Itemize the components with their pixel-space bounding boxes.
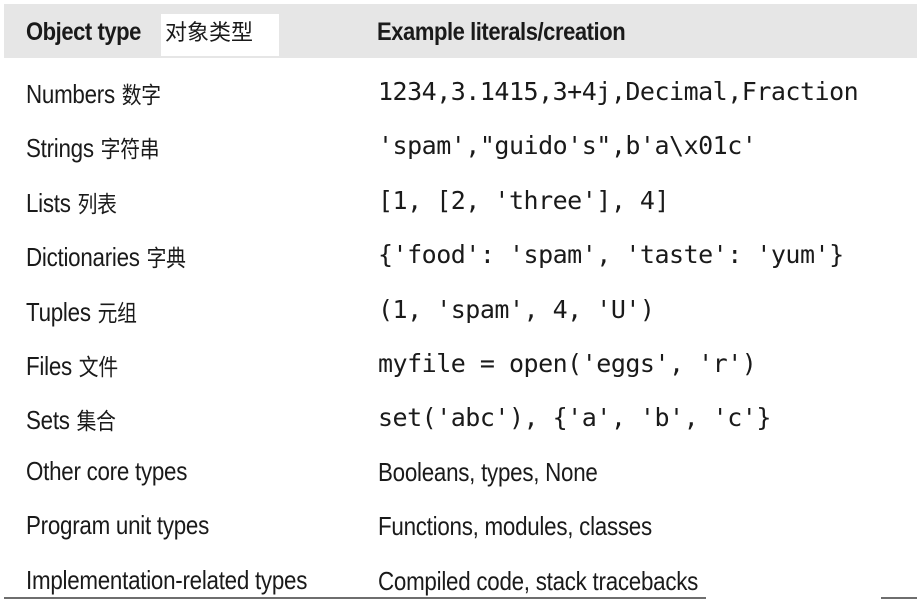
row-example: {'food': 'spam', 'taste': 'yum'} [378, 240, 844, 269]
table-bottom-rule-right [881, 597, 917, 599]
table-row: Program unit types Functions, modules, c… [4, 502, 917, 556]
row-chinese-label: 文件 [78, 355, 118, 381]
row-chinese-label: 数字 [121, 83, 161, 109]
row-example: 'spam',"guido's",b'a\x01c' [378, 131, 757, 160]
row-object-type: Implementation-related types [26, 565, 308, 595]
row-example: myfile = open('eggs', 'r') [378, 349, 757, 378]
table-row: Other core types Booleans, types, None [4, 448, 917, 502]
row-example: set('abc'), {'a', 'b', 'c'} [378, 403, 771, 432]
header-example-literals: Example literals/creation [377, 18, 626, 46]
row-object-type: Other core types [26, 456, 188, 486]
row-example: (1, 'spam', 4, 'U') [378, 295, 655, 324]
row-chinese-label: 字典 [146, 246, 186, 272]
row-object-type: Program unit types [26, 510, 210, 540]
row-chinese-label: 集合 [76, 409, 116, 435]
object-types-table: Object type 对象类型 Example literals/creati… [4, 4, 917, 596]
table-row: Implementation-related types Compiled co… [4, 557, 917, 611]
row-example: [1, [2, 'three'], 4] [378, 186, 670, 215]
header-object-type: Object type [26, 18, 141, 46]
row-chinese-label: 元组 [97, 301, 137, 327]
row-example: Booleans, types, None [378, 457, 598, 487]
row-example: Functions, modules, classes [378, 511, 652, 541]
table-bottom-rule [4, 597, 706, 599]
row-example: Compiled code, stack tracebacks [378, 566, 699, 596]
table-header: Object type 对象类型 Example literals/creati… [4, 4, 917, 58]
row-chinese-label: 字符串 [100, 137, 160, 163]
row-chinese-label: 列表 [77, 192, 117, 218]
row-example: 1234,3.1415,3+4j,Decimal,Fraction [378, 77, 859, 106]
header-object-type-chinese: 对象类型 [161, 14, 279, 56]
